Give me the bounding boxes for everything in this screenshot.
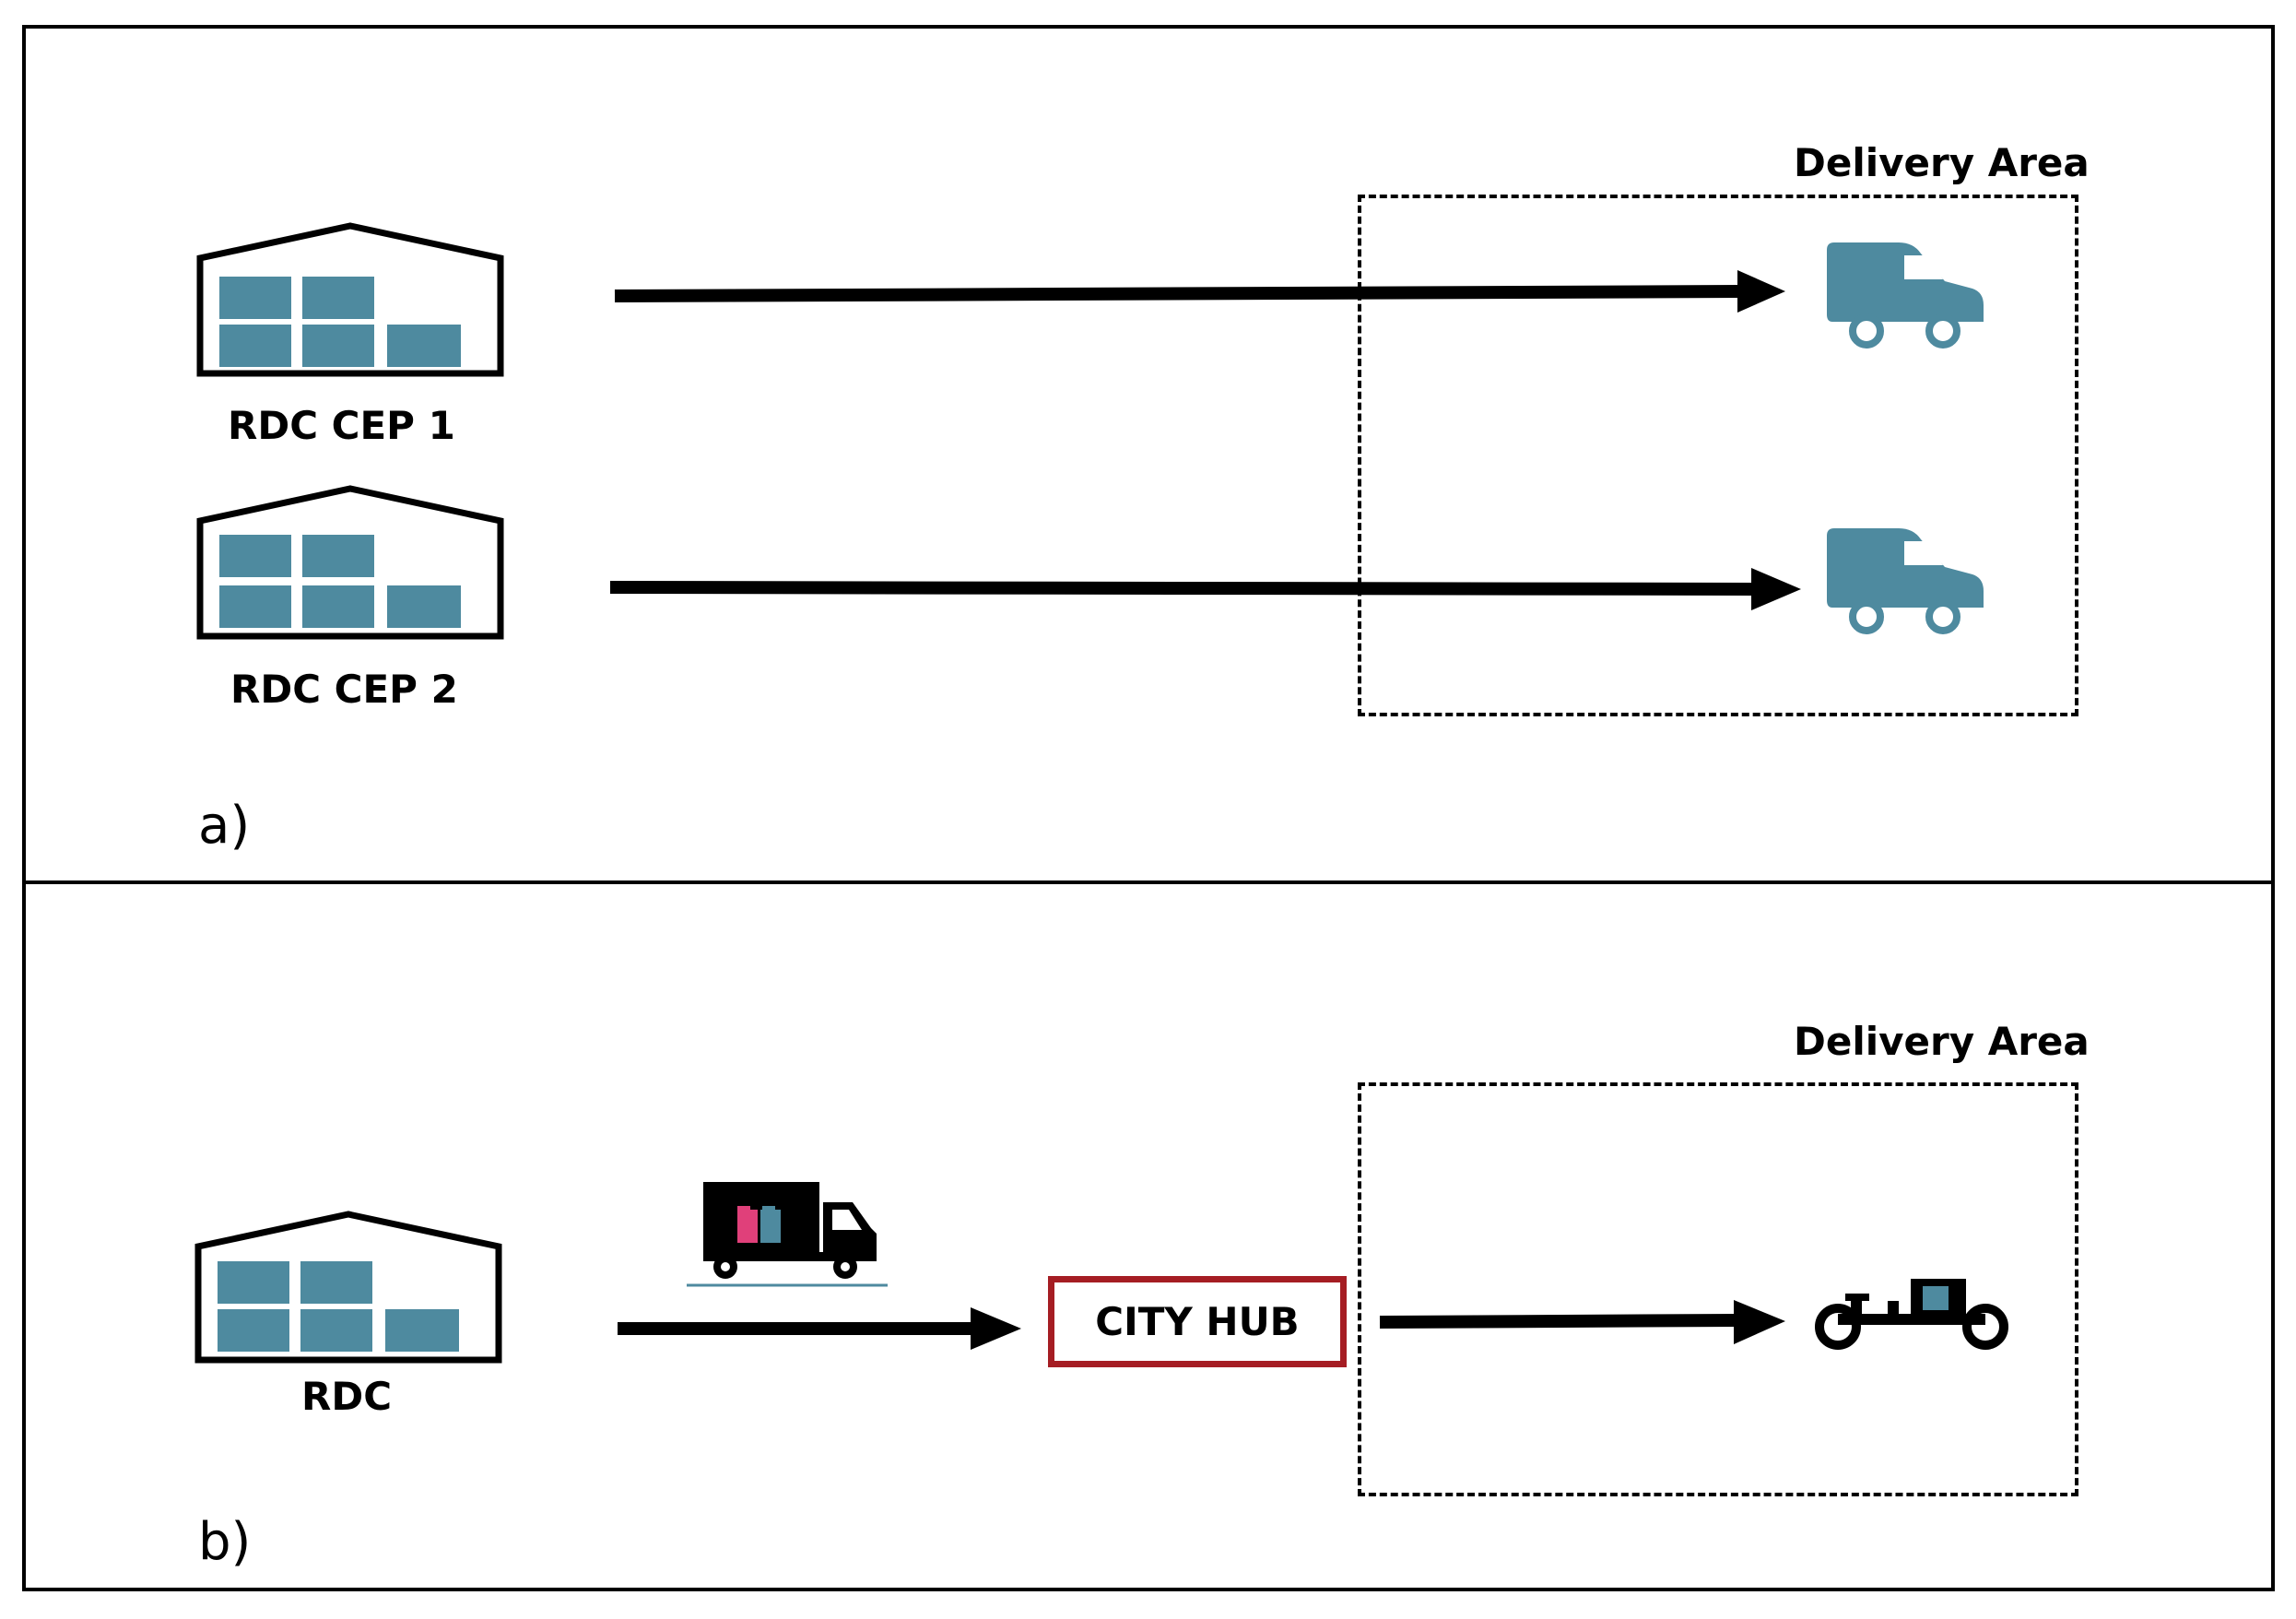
delivery-van-icon bbox=[1827, 528, 1984, 634]
depot-label: RDC CEP 1 bbox=[228, 403, 455, 448]
arrow-icon bbox=[609, 568, 1801, 610]
truck-icon bbox=[687, 1182, 888, 1287]
city-hub-box: CITY HUB bbox=[1048, 1276, 1347, 1367]
delivery-area-box bbox=[1358, 1082, 2078, 1496]
delivery-area-box bbox=[1358, 195, 2078, 716]
cargo-bike-icon bbox=[1815, 1279, 2008, 1350]
figure-frame bbox=[22, 25, 2275, 1591]
panel-label: a) bbox=[198, 796, 251, 856]
depot-label: RDC bbox=[301, 1374, 393, 1419]
arrow-icon bbox=[614, 270, 1785, 313]
delivery-area-label: Delivery Area bbox=[1794, 1019, 2090, 1064]
delivery-van-icon bbox=[1827, 242, 1984, 349]
arrow-icon bbox=[618, 1307, 1021, 1350]
depot-label: RDC CEP 2 bbox=[230, 667, 458, 712]
panel-label: b) bbox=[198, 1512, 252, 1572]
delivery-area-label: Delivery Area bbox=[1794, 140, 2090, 185]
panel-divider bbox=[22, 880, 2275, 884]
warehouse-icon bbox=[194, 1211, 502, 1364]
arrow-icon bbox=[1379, 1300, 1785, 1344]
city-hub-label: CITY HUB bbox=[1095, 1299, 1300, 1344]
warehouse-icon bbox=[196, 485, 504, 640]
warehouse-icon bbox=[196, 222, 504, 377]
